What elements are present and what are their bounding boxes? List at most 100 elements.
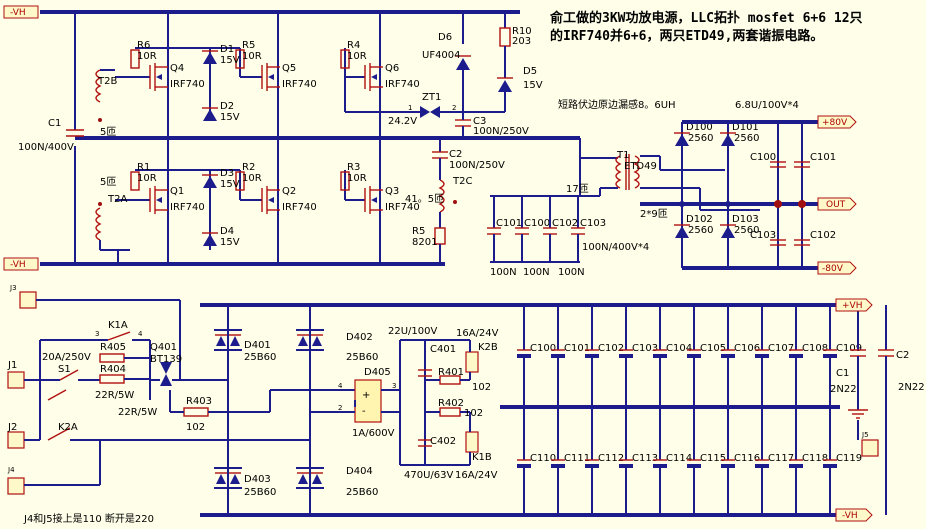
- cap-plate-neg: [517, 354, 531, 358]
- resistor-body: [130, 171, 140, 191]
- mosfet-type: IRF740: [170, 79, 205, 90]
- k2b-coil: [465, 351, 479, 373]
- d403-label: D403: [244, 474, 271, 485]
- cap-plate-neg: [619, 354, 633, 358]
- d403-value: 25B60: [244, 487, 276, 498]
- r5b-value: 8201: [412, 237, 437, 248]
- d405-label: D405: [364, 367, 391, 378]
- k1a-label: K1A: [108, 320, 128, 331]
- out-cap-label: C100: [750, 152, 776, 163]
- zt1-value: 24.2V: [388, 116, 417, 127]
- mosfet-arrow: [156, 74, 162, 80]
- bulk-cap-label: C108: [802, 343, 828, 354]
- c3-value: 100N/250V: [473, 126, 529, 137]
- r405-resistor: [99, 353, 125, 363]
- d6-diode: [456, 58, 470, 70]
- title-line-2: 的IRF740并6+6，两只ETD49,两套谐振电路。: [550, 28, 823, 44]
- k1b-value: 16A/24V: [455, 470, 498, 481]
- bt139-label: BT139: [150, 354, 182, 365]
- cap-plate-neg: [619, 464, 633, 468]
- bulk-cap-c115: C115: [687, 407, 726, 515]
- bulk-cap-c106: C106: [721, 305, 760, 407]
- t1-primary-turns: 17匝: [566, 183, 589, 195]
- bulk-c1-value: 2N22: [830, 384, 857, 395]
- t2c-label: T2C: [452, 176, 472, 187]
- polarity-dot: [453, 200, 457, 204]
- d405-value: 1A/600V: [352, 428, 395, 439]
- bulk-cap-c114: C114: [653, 407, 692, 515]
- vh-bottom-terminal: [3, 257, 39, 271]
- triac-symbol: [160, 374, 172, 386]
- leakage-note: 短路伏边原边漏感8。6UH: [558, 98, 676, 111]
- cap-plate-neg: [687, 464, 701, 468]
- r10-value: 203: [512, 36, 531, 47]
- d404-label: D404: [346, 466, 373, 477]
- bulk-c1-label: C1: [836, 368, 849, 379]
- diode-body: [230, 336, 240, 346]
- d5-value: 15V: [523, 80, 543, 91]
- c402-value: 470U/63V: [404, 470, 454, 481]
- resistor-ref: R2: [242, 162, 255, 173]
- mosfet-group: Q4IRF740Q5IRF740Q6IRF740Q1IRF740Q2IRF740…: [149, 63, 420, 214]
- mosfet-ref: Q3: [385, 186, 399, 197]
- bulk-cap-label: C109: [836, 343, 862, 354]
- res-cap-c100: C100: [515, 196, 550, 262]
- bulk-cap-c102: C102: [585, 305, 624, 407]
- cap-plate-neg: [653, 354, 667, 358]
- diode-body: [675, 134, 689, 146]
- cap-plate-neg: [721, 464, 735, 468]
- res-val: 100N: [490, 267, 517, 278]
- q401-label: Q401: [150, 342, 177, 353]
- bulk-cap-label: C115: [700, 453, 726, 464]
- cap-plate-neg: [823, 354, 837, 358]
- r402-resistor: [439, 407, 461, 417]
- bulk-cap-label: C116: [734, 453, 760, 464]
- out-cap-label: C102: [810, 230, 836, 241]
- zener-value: 15V: [220, 55, 240, 66]
- polarity-dot: [98, 118, 102, 122]
- resistor-value: 10R: [347, 173, 367, 184]
- j5-label: J5: [861, 431, 869, 439]
- c2-value: 100N/250V: [449, 160, 505, 171]
- p80-label: +80V: [822, 118, 848, 128]
- pin-number: 1: [408, 104, 412, 112]
- resistor-body: [130, 49, 140, 69]
- pin-number: 2: [452, 104, 456, 112]
- bulk-cap-c117: C117: [755, 407, 794, 515]
- out-cap-c101: C101: [794, 152, 836, 168]
- bulk-cap-label: C110: [530, 453, 556, 464]
- bulk-cap-label: C118: [802, 453, 828, 464]
- resistor-ref: R1: [137, 162, 150, 173]
- pin-number: 2: [338, 404, 342, 412]
- res-cap-label: C102: [552, 218, 578, 229]
- bulk-cap-label: C117: [768, 453, 794, 464]
- mosfet-type: IRF740: [385, 79, 420, 90]
- mosfet-arrow: [371, 197, 377, 203]
- out-cap-c100: C100: [750, 152, 786, 168]
- triac-symbol: [160, 362, 172, 374]
- out-cap-label: C103: [750, 230, 776, 241]
- cap-plate-neg: [823, 464, 837, 468]
- resistor-body: [340, 49, 350, 69]
- c3-label: C3: [473, 116, 486, 127]
- t2b-label: T2B: [97, 76, 117, 87]
- cap-plate-neg: [789, 464, 803, 468]
- m80-label: -80V: [822, 264, 844, 274]
- c2-label: C2: [449, 149, 462, 160]
- pin-number: 4: [338, 382, 343, 390]
- res-cap-label: C100: [524, 218, 550, 229]
- bulk-cap-c113: C113: [619, 407, 658, 515]
- mosfet-type: IRF740: [170, 202, 205, 213]
- diode-value: 2560: [734, 225, 759, 236]
- zt1-label: ZT1: [422, 92, 441, 103]
- t2c-winding: [438, 179, 445, 213]
- k1b-label: K1B: [472, 452, 492, 463]
